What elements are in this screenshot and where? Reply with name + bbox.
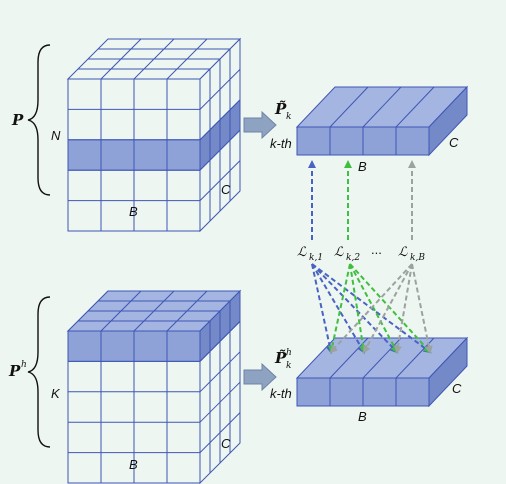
bottom-slice-name: P̃ h k	[274, 348, 292, 371]
loss-b-sub: k,B	[410, 253, 425, 263]
bottom-tensor-side-row-line	[199, 412, 241, 453]
top-slice-left-label: k-th	[270, 136, 292, 151]
bottom-tensor-side-row-line	[199, 321, 241, 362]
bottom-tensor-symbol: P	[8, 362, 21, 380]
top-slice-block	[295, 85, 469, 157]
top-tensor-cube	[66, 37, 242, 233]
bottom-slice-symbol: P̃	[274, 349, 287, 367]
top-tensor-side-row-line	[199, 160, 241, 201]
bottom-slice-left-label: k-th	[270, 386, 292, 401]
top-tensor-brace	[27, 44, 51, 196]
loss-label-1: ℒ k,1	[297, 245, 323, 263]
loss-label-b: ℒ k,B	[398, 245, 425, 263]
loss-1-symbol: ℒ	[297, 245, 307, 260]
top-tensor-row-label: N	[51, 128, 61, 143]
bottom-tensor-name: P h	[8, 360, 27, 380]
top-tensor-name: P	[11, 111, 24, 129]
arrow-down-loss-2	[349, 263, 368, 354]
top-block-arrow	[243, 110, 277, 140]
bottom-tensor-side-row-line	[199, 351, 241, 393]
top-slice-top-col-line	[395, 86, 435, 128]
bottom-tensor-brace	[27, 296, 51, 448]
arrow-down-loss-1	[311, 263, 366, 354]
bottom-block-arrow	[243, 362, 277, 392]
arrow-down-loss-b	[329, 263, 413, 354]
arrow-down-loss-b	[411, 263, 433, 354]
top-tensor-bottom-label: B	[129, 204, 138, 219]
loss-2-symbol: ℒ	[334, 245, 344, 260]
top-slice-top-col-line	[362, 86, 402, 128]
arrow-down-loss-1	[311, 263, 334, 354]
bottom-slice-sub: k	[286, 361, 291, 371]
bottom-slice-block	[295, 336, 469, 408]
bottom-slice-bottom-label: B	[358, 409, 367, 424]
bottom-slice-sup: h	[286, 348, 292, 358]
bottom-tensor-bottom-label: B	[129, 457, 138, 472]
loss-arrows	[308, 160, 433, 354]
arrow-down-loss-b	[363, 263, 413, 354]
bottom-tensor-row-label: K	[51, 386, 61, 401]
bottom-slice-top-col-line	[362, 337, 402, 379]
arrow-down-loss-2	[349, 263, 432, 354]
bottom-tensor-side-row-line	[199, 381, 241, 423]
top-slice-name: P̃ k	[274, 100, 291, 122]
loss-b-symbol: ℒ	[398, 245, 408, 260]
top-slice-sub: k	[286, 112, 291, 122]
top-tensor-side-row-line	[199, 69, 241, 110]
top-slice-bottom-label: B	[358, 159, 367, 174]
loss-1-sub: k,1	[309, 253, 323, 263]
loss-2-sub: k,2	[346, 253, 360, 263]
top-tensor-side-row-line	[199, 99, 241, 141]
bottom-tensor-depth-label: C	[221, 436, 231, 451]
loss-label-2: ℒ k,2	[334, 245, 360, 263]
top-tensor-depth-label: C	[221, 182, 231, 197]
bottom-tensor-sup: h	[21, 360, 27, 370]
arrow-down-loss-2	[328, 263, 351, 354]
arrow-down-loss-b	[394, 263, 413, 354]
top-slice-top-col-line	[329, 86, 369, 128]
loss-ellipsis: ...	[371, 242, 382, 257]
arrow-down-loss-1	[311, 263, 399, 354]
top-slice-symbol: P̃	[274, 100, 287, 118]
bottom-slice-top-col-line	[329, 337, 369, 379]
top-slice-depth-label: C	[449, 135, 459, 150]
top-tensor-side-row-line	[199, 129, 241, 171]
arrow-down-loss-2	[349, 263, 398, 354]
bottom-tensor-cube	[66, 289, 242, 484]
bottom-slice-depth-label: C	[452, 381, 462, 396]
